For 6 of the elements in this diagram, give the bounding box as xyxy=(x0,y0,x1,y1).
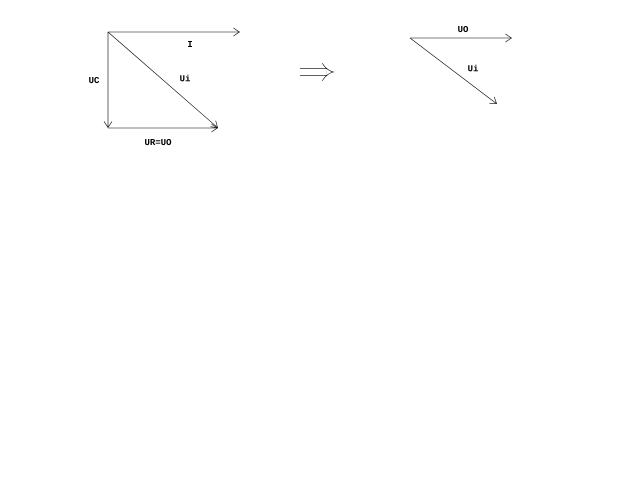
vector-label: Ui xyxy=(180,74,190,82)
vector-label: UR=UO xyxy=(145,138,172,146)
vector-label: UO xyxy=(458,26,468,32)
vector-label: Ui xyxy=(468,64,478,72)
vector-label: I xyxy=(188,41,192,47)
vector-label: UC xyxy=(89,76,100,84)
